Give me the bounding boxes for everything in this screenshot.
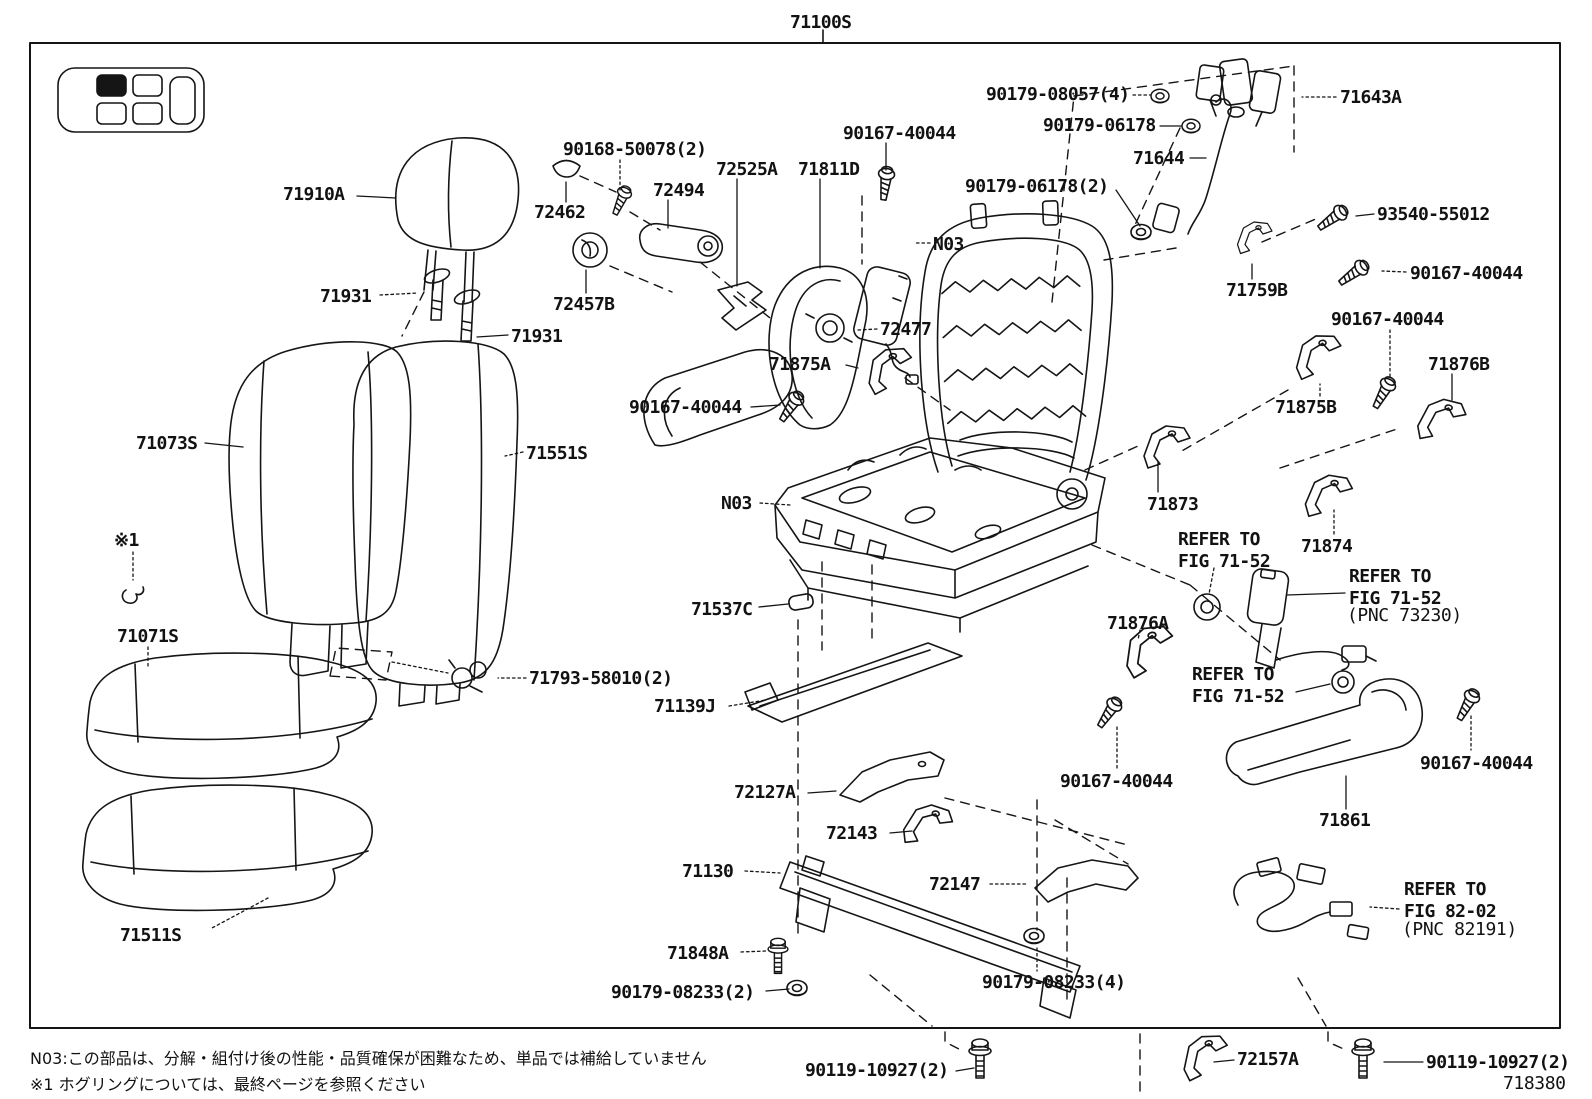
- part-label: N03: [721, 493, 752, 514]
- hinge-art: [1152, 58, 1282, 235]
- part-label: 90119-10927(2): [1426, 1052, 1570, 1073]
- part-label: 71876B: [1428, 354, 1490, 375]
- part-label: FIG 71-52: [1349, 588, 1442, 609]
- part-label: 90167-40044: [1060, 771, 1173, 792]
- part-label: 71511S: [120, 925, 182, 946]
- part-label: 71811D: [798, 159, 860, 180]
- part-label: 71873: [1147, 494, 1199, 515]
- part-label: 71644: [1133, 148, 1185, 169]
- part-label: 90179-08057(4): [986, 84, 1130, 105]
- part-label: 71931: [320, 286, 372, 307]
- part-label: 72127A: [734, 782, 796, 803]
- seatback-frame-art: [919, 200, 1114, 481]
- part-label: 71848A: [667, 943, 729, 964]
- part-label: 72525A: [716, 159, 778, 180]
- construction-lines: [329, 65, 1401, 1095]
- part-label: 71931: [511, 326, 563, 347]
- part-label: 90167-40044: [1420, 753, 1533, 774]
- part-label: 71876A: [1107, 613, 1169, 634]
- part-label: 71537C: [691, 599, 753, 620]
- seatback-cover-art: [228, 340, 519, 707]
- part-label: REFER TO: [1404, 879, 1487, 900]
- part-label: 71073S: [136, 433, 198, 454]
- part-label: REFER TO: [1349, 566, 1432, 587]
- footnote-n03: N03:この部品は、分解・組付け後の性能・品質確保が困難なため、単品では補給して…: [30, 1049, 707, 1068]
- part-label: 718380: [1503, 1073, 1566, 1094]
- headrest-art: [394, 137, 520, 303]
- part-label: 71861: [1319, 810, 1371, 831]
- part-label: 90179-06178: [1043, 115, 1156, 136]
- part-label: 71130: [682, 861, 734, 882]
- part-label: 72157A: [1237, 1049, 1299, 1070]
- cushion-cover-art: [82, 652, 377, 912]
- part-label: 72147: [929, 874, 981, 895]
- part-label: (PNC 82191): [1402, 919, 1517, 940]
- part-label: 71071S: [117, 626, 179, 647]
- part-label: 72457B: [553, 294, 615, 315]
- seat-position-legend-icon: [57, 67, 205, 133]
- part-label: 72143: [826, 823, 878, 844]
- part-label: (PNC 73230): [1347, 605, 1462, 626]
- part-label: 90167-40044: [629, 397, 742, 418]
- part-label: 72462: [534, 202, 586, 223]
- wire-harness-art: [1233, 857, 1370, 941]
- part-label: FIG 82-02: [1404, 901, 1497, 922]
- part-label: 71874: [1301, 536, 1353, 557]
- part-label: 71551S: [526, 443, 588, 464]
- airbag-module-art: [853, 266, 919, 385]
- part-label: FIG 71-52: [1192, 686, 1285, 707]
- footnote-hogring: ※1 ホグリングについては、最終ページを参照ください: [30, 1075, 426, 1094]
- part-label: 71875A: [769, 354, 831, 375]
- part-label: 72477: [880, 319, 932, 340]
- part-label: FIG 71-52: [1178, 551, 1271, 572]
- part-label: 71875B: [1275, 397, 1337, 418]
- cushion-frame-art: [774, 437, 1106, 633]
- part-label: 71759B: [1226, 280, 1288, 301]
- rails-art: [744, 642, 1423, 1019]
- part-label: 71910A: [283, 184, 345, 205]
- part-label: 90167-40044: [1410, 263, 1523, 284]
- part-label: REFER TO: [1192, 664, 1275, 685]
- part-label: 90179-08233(2): [611, 982, 755, 1003]
- part-label: 90179-06178(2): [965, 176, 1109, 197]
- part-label: REFER TO: [1178, 529, 1261, 550]
- part-label: 90167-40044: [1331, 309, 1444, 330]
- leader-lines-solid: [204, 125, 1453, 1072]
- part-label: 71139J: [654, 696, 716, 717]
- part-label: 71643A: [1340, 87, 1402, 108]
- leader-lines-dotted: [132, 94, 1472, 972]
- part-label: ※1: [114, 530, 139, 551]
- part-label: 71100S: [790, 12, 852, 33]
- buckle-art: [1193, 568, 1377, 694]
- part-label: 71793-58010(2): [529, 668, 673, 689]
- part-label: 90119-10927(2): [805, 1060, 949, 1081]
- part-label: N03: [933, 234, 964, 255]
- diagram-border: [29, 42, 1561, 1029]
- part-label: 93540-55012: [1377, 204, 1490, 225]
- clips-art: [121, 586, 814, 693]
- part-label: 90167-40044: [843, 123, 956, 144]
- part-label: 72494: [653, 180, 705, 201]
- part-label: 90168-50078(2): [563, 139, 707, 160]
- part-label: 90179-08233(4): [982, 972, 1126, 993]
